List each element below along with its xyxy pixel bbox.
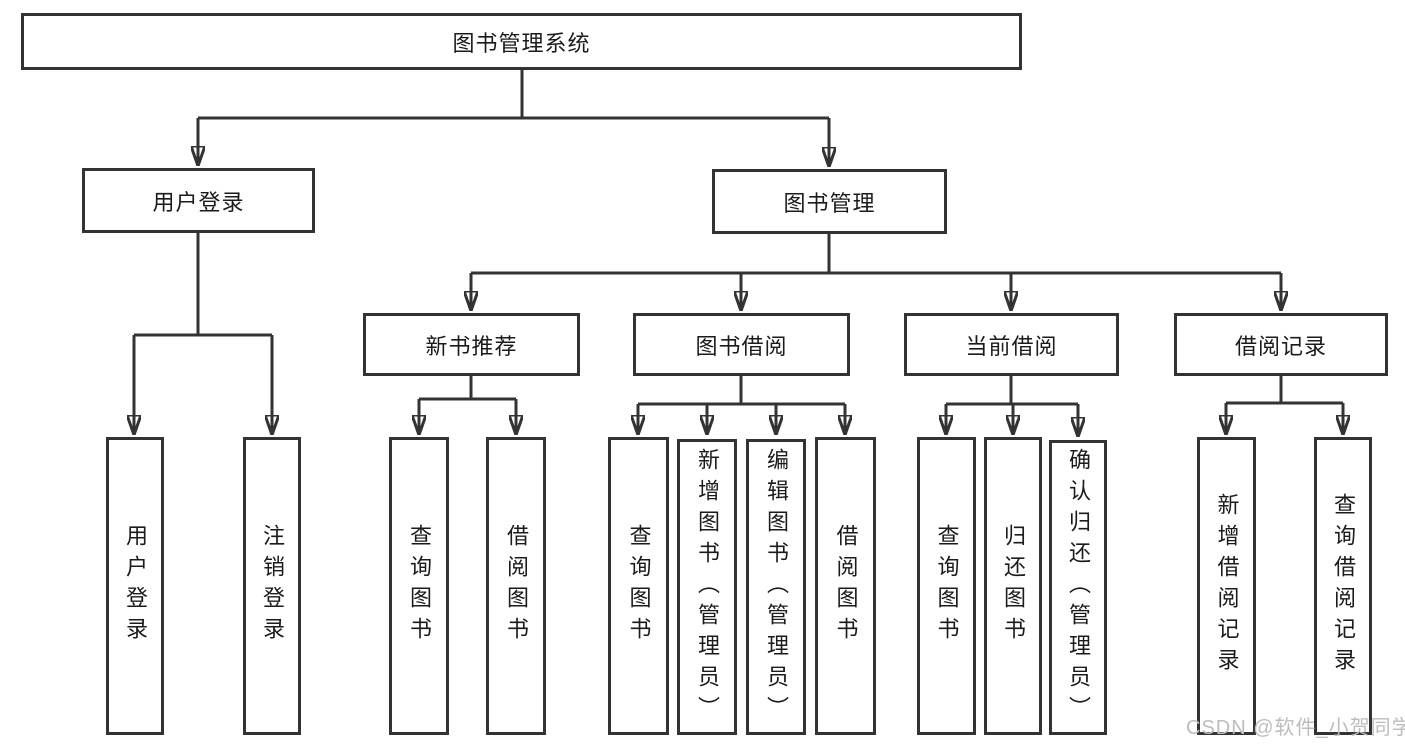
- edge-current-borrowing-children: [946, 376, 1078, 436]
- node-book-management: 图书管理: [712, 169, 947, 234]
- edge-new-book-recommend-children: [419, 376, 516, 434]
- edge-user-login-children: [134, 232, 272, 434]
- node-leaf-query-borrow-record: 查询借阅记录: [1314, 437, 1372, 735]
- node-leaf-borrow-books-2: 借阅图书: [815, 437, 876, 735]
- node-leaf-logout: 注销登录: [243, 437, 301, 735]
- edge-book-management-children: [471, 234, 1281, 310]
- node-leaf-confirm-return-admin: 确认归还（管理员）: [1049, 440, 1107, 735]
- node-current-borrowing: 当前借阅: [904, 313, 1119, 376]
- node-leaf-add-borrow-record: 新增借阅记录: [1197, 437, 1256, 735]
- edge-borrowing-records-children: [1226, 376, 1343, 434]
- edge-book-borrowing-children: [638, 376, 845, 434]
- node-book-borrowing: 图书借阅: [633, 313, 850, 376]
- node-leaf-query-books-1: 查询图书: [389, 437, 449, 735]
- node-leaf-edit-book-admin: 编辑图书（管理员）: [746, 439, 806, 735]
- node-root: 图书管理系统: [21, 13, 1022, 70]
- node-leaf-add-book-admin: 新增图书（管理员）: [677, 439, 737, 735]
- node-leaf-query-books-3: 查询图书: [917, 437, 976, 735]
- node-new-book-recommend: 新书推荐: [363, 313, 580, 376]
- node-leaf-user-login: 用户登录: [106, 437, 164, 735]
- node-user-login: 用户登录: [82, 168, 315, 233]
- csdn-watermark: CSDN @软件_小贺同学: [1186, 717, 1405, 739]
- node-borrowing-records: 借阅记录: [1174, 313, 1388, 376]
- node-leaf-query-books-2: 查询图书: [608, 437, 669, 735]
- edge-root-children: [198, 70, 829, 166]
- node-leaf-return-book: 归还图书: [984, 437, 1042, 735]
- node-leaf-borrow-books-1: 借阅图书: [486, 437, 546, 735]
